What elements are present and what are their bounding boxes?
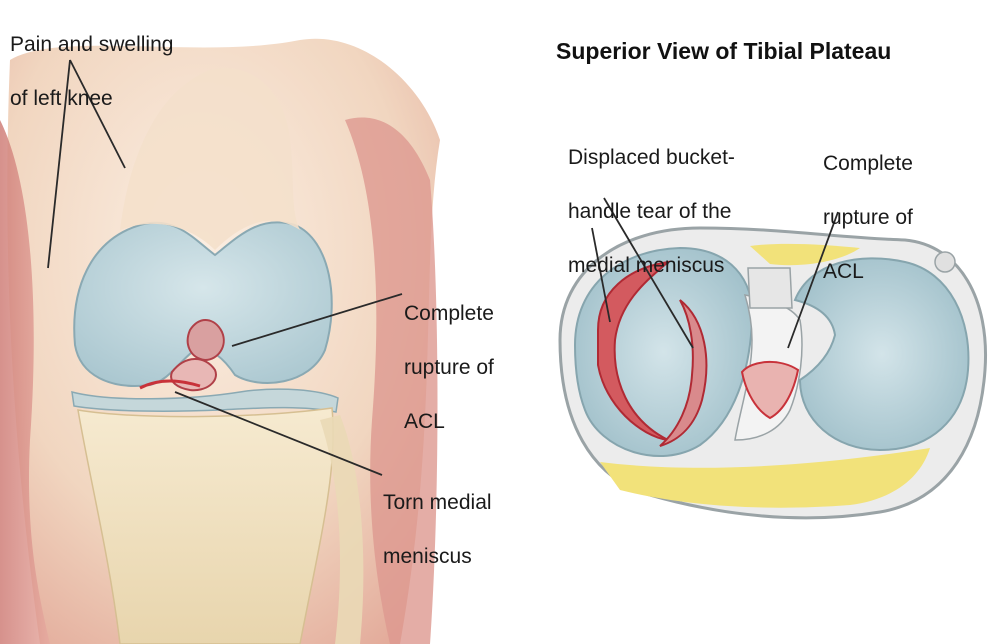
meniscus-band [71,388,339,413]
acl-stump [740,360,800,420]
leader-bucket-inner [603,197,694,349]
label-line: meniscus [383,545,472,568]
fat-pad-posterior [750,243,860,266]
label-line: ACL [404,410,445,433]
femur-shaft [120,68,300,250]
fat-pad-anterior [600,448,930,508]
label-line: Complete [823,152,913,175]
lateral-plateau [793,257,970,452]
label-bucket-handle-tear: Displaced bucket- handle tear of the med… [568,117,735,306]
label-line: Complete [404,302,494,325]
tibia-bone [77,407,334,644]
leader-acl-knee [231,293,403,347]
label-line: ACL [823,260,864,283]
label-line: Torn medial [383,491,492,514]
label-acl-rupture-knee: Complete rupture of ACL [404,273,494,462]
label-line: Pain and swelling [10,33,174,56]
label-torn-meniscus: Torn medial meniscus [383,462,492,597]
label-line: of left knee [10,87,113,110]
knee-front-view [0,38,440,644]
leader-torn-meniscus [174,391,383,476]
leader-lines [47,59,839,476]
label-acl-rupture-plateau: Complete rupture of ACL [823,123,913,312]
bucket-handle-tear [597,260,672,441]
leader-pain-right [69,59,126,169]
torn-acl-knee [139,319,225,392]
label-line: Displaced bucket- [568,146,735,169]
tibial-plateau [558,226,988,520]
leader-bucket-outer [591,227,611,323]
right-muscle [345,117,438,644]
label-line: rupture of [823,206,913,229]
displaced-fragment [659,299,708,447]
pcl-block [747,267,793,309]
posterior-notch [934,251,956,273]
label-line: handle tear of the [568,200,732,223]
label-line: medial meniscus [568,254,725,277]
label-pain-swelling: Pain and swelling of left knee [10,4,173,139]
fibula [320,415,364,644]
leader-acl-plateau [787,211,839,349]
leader-pain-left [47,59,71,269]
diagram-title: Superior View of Tibial Plateau [556,38,892,64]
label-line: rupture of [404,356,494,379]
left-muscle [0,120,50,644]
